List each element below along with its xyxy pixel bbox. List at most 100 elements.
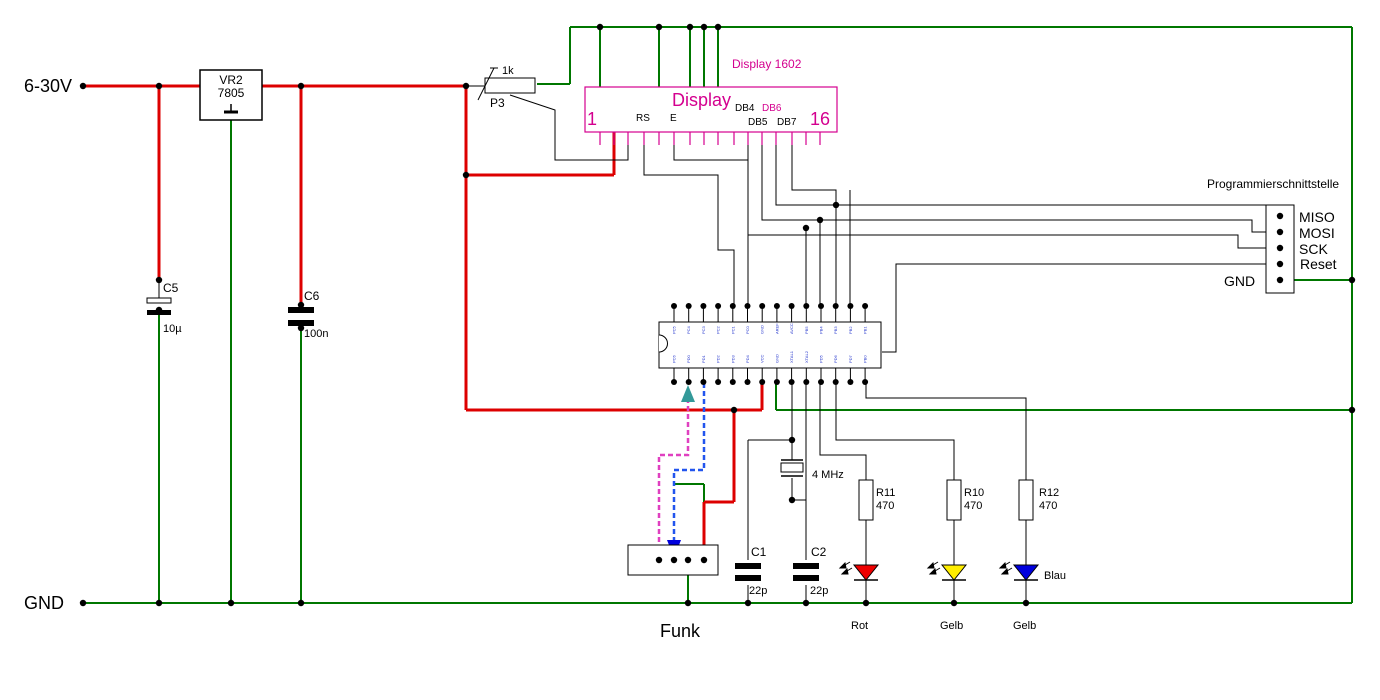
ic-pin-dot xyxy=(803,303,810,309)
ic-pin-label: PB1 xyxy=(863,326,868,334)
ic-pin-label: PD7 xyxy=(848,354,853,363)
light-emission-icon xyxy=(838,561,853,575)
crystal-label: 4 MHz xyxy=(812,469,844,481)
c5-value: 10µ xyxy=(163,323,182,335)
ic-pin-label: PB2 xyxy=(848,326,853,334)
led-gelb2-label: Gelb xyxy=(1013,620,1036,632)
db7-label: DB7 xyxy=(777,117,797,128)
resistor-r12: R12 470 xyxy=(1018,479,1059,521)
c2-ref: C2 xyxy=(811,545,827,559)
ic-pin-dot xyxy=(832,303,839,309)
ic-pin-label: XTAL1 xyxy=(789,350,794,363)
ic-pin-label: GND xyxy=(774,354,779,363)
ic-pin-dot xyxy=(862,379,869,385)
display-pin1-label: 1 xyxy=(587,109,597,129)
db6-label: DB6 xyxy=(762,103,782,114)
ic-pin-dot xyxy=(744,303,751,309)
ic-pin-dot xyxy=(862,303,869,309)
c6-ref: C6 xyxy=(304,289,320,303)
ic-pin-dots xyxy=(671,303,869,385)
led-red: Rot xyxy=(838,561,880,632)
resistor-r10: R10 470 xyxy=(946,479,984,521)
rs-label: RS xyxy=(636,113,650,124)
ic-pin-label: PB4 xyxy=(819,326,824,334)
ic-pin-dot xyxy=(729,303,736,309)
teal-arrow-icon xyxy=(681,385,695,402)
resistor-r11: R11 470 xyxy=(858,479,895,521)
ic-pin-label: PC4 xyxy=(686,325,691,334)
c5-ref: C5 xyxy=(163,281,179,295)
ic-pin-label: PB5 xyxy=(804,326,809,334)
c2-value: 22p xyxy=(810,585,828,597)
ic-pin-dot xyxy=(685,379,692,385)
ic-pin-label: PD4 xyxy=(745,354,750,363)
programming-header: Programmierschnittstelle MISO MOSI SCK R… xyxy=(1207,177,1339,294)
ic-pin-dot xyxy=(700,379,707,385)
c1-value: 22p xyxy=(749,585,767,597)
ic-pin-dot xyxy=(744,379,751,385)
ic-pin-dot xyxy=(671,303,677,309)
ic-pin-label: PD6 xyxy=(833,354,838,363)
ic-pin-label: GND xyxy=(760,325,765,334)
miso-label: MISO xyxy=(1299,209,1335,225)
gnd-label: GND xyxy=(24,593,64,613)
ic-pin-label: PB0 xyxy=(863,355,868,363)
ic-pin-dot xyxy=(788,303,795,309)
ic-pin-dot xyxy=(773,379,780,385)
ic-pin-dot xyxy=(759,303,766,309)
ic-pin-label: PC5 xyxy=(672,325,677,334)
reset-label: Reset xyxy=(1300,256,1337,272)
ic-pin-dot xyxy=(671,379,677,385)
r10-ref: R10 xyxy=(964,487,984,499)
ic-pin-label: PD1 xyxy=(701,354,706,363)
display-pin16-label: 16 xyxy=(810,109,830,129)
ic-pin-dot xyxy=(773,303,780,309)
mosi-label: MOSI xyxy=(1299,225,1335,241)
c1-ref: C1 xyxy=(751,545,767,559)
ic-pin-dot xyxy=(788,379,795,385)
ic-pin-label: PC3 xyxy=(701,325,706,334)
potentiometer-p3: 1k P3 xyxy=(477,65,536,110)
prog-gnd-label: GND xyxy=(1224,273,1255,289)
ic-pin-dot xyxy=(818,379,824,385)
ic-pin-label: XTAL2 xyxy=(804,350,809,363)
ic-pin-label: PD0 xyxy=(686,354,691,363)
r12-ref: R12 xyxy=(1039,487,1059,499)
led-blue: Blau Gelb xyxy=(998,561,1066,632)
junction-dots xyxy=(79,23,1356,607)
c6-value: 100n xyxy=(304,328,328,340)
ic-pin-dot xyxy=(715,303,722,309)
r11-value: 470 xyxy=(876,500,894,512)
led-yellow: Gelb xyxy=(926,561,968,632)
ic-pin-dot xyxy=(818,303,824,309)
ic-pin-dot xyxy=(803,379,810,385)
sck-label: SCK xyxy=(1299,241,1328,257)
ic-pin-label: PC2 xyxy=(716,325,721,334)
ic-pin-dot xyxy=(715,379,722,385)
led-gelb1-label: Gelb xyxy=(940,620,963,632)
capacitor-c2: C2 22p xyxy=(793,545,828,597)
ic-pin-label: AREF xyxy=(774,323,779,334)
display-title: Display 1602 xyxy=(732,57,802,71)
ic-pin-label: PB3 xyxy=(833,326,838,334)
r10-value: 470 xyxy=(964,500,982,512)
ic-pin-label: PD2 xyxy=(716,354,721,363)
display-name: Display xyxy=(672,90,731,110)
capacitor-c6: C6 100n xyxy=(288,289,328,340)
pot-ref: P3 xyxy=(490,96,505,110)
e-label: E xyxy=(670,113,677,124)
ic-pin-label: PC1 xyxy=(730,325,735,334)
vin-label: 6-30V xyxy=(24,76,72,96)
ic-pin-label: PD3 xyxy=(730,354,735,363)
led-blau-label: Blau xyxy=(1044,570,1066,582)
voltage-regulator: VR2 7805 xyxy=(199,69,263,121)
ground-wires xyxy=(83,26,1353,604)
prog-title: Programmierschnittstelle xyxy=(1207,177,1339,191)
ic-pin-label: PC6 xyxy=(672,354,677,363)
capacitor-c1: C1 22p xyxy=(735,545,767,597)
capacitor-c5: C5 10µ xyxy=(146,280,182,335)
ic-pin-dot xyxy=(847,379,854,385)
r12-value: 470 xyxy=(1039,500,1057,512)
